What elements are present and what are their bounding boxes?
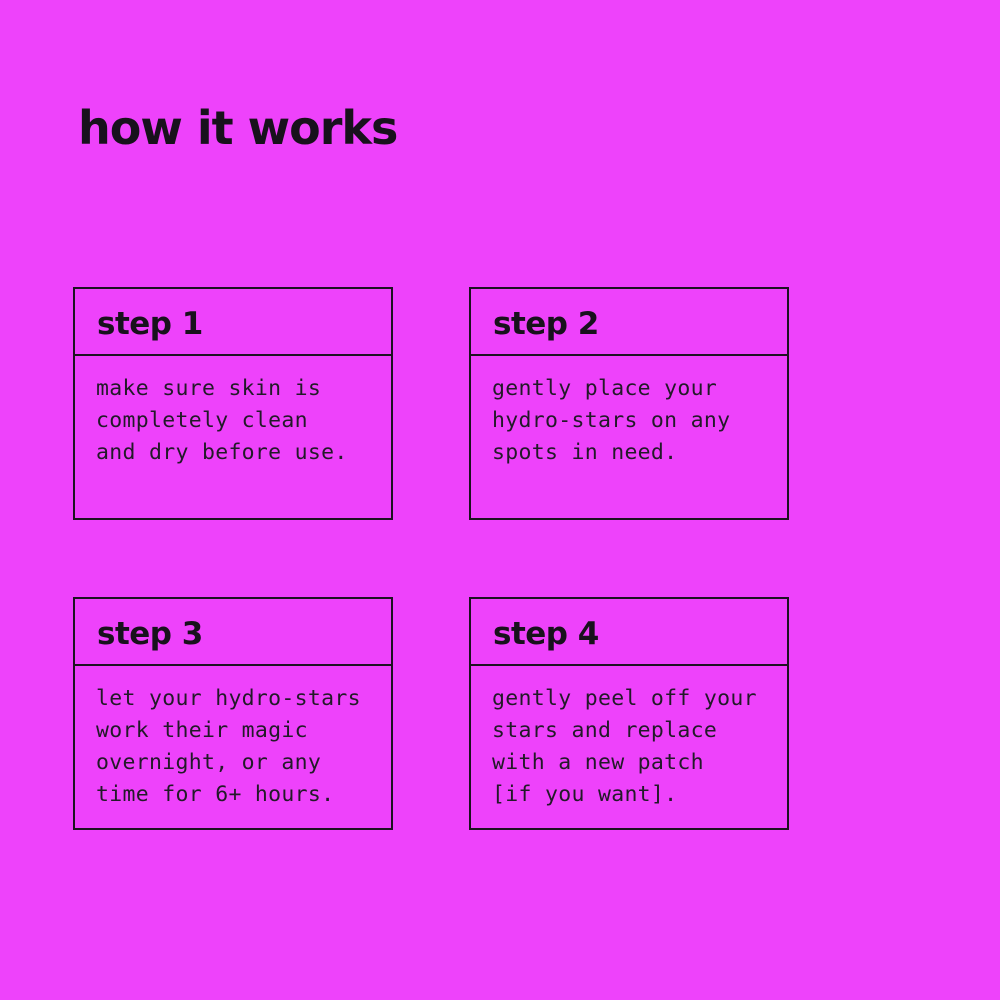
step-card-header: step 4: [471, 599, 787, 666]
steps-grid: step 1 make sure skin is completely clea…: [73, 287, 789, 830]
step-card-header: step 3: [75, 599, 391, 666]
step-label: step 1: [97, 305, 203, 342]
step-description: let your hydro-stars work their magic ov…: [96, 686, 361, 807]
step-description: make sure skin is completely clean and d…: [96, 376, 348, 465]
page-title: how it works: [78, 101, 398, 155]
step-card-body: make sure skin is completely clean and d…: [75, 356, 391, 518]
step-card-header: step 2: [471, 289, 787, 356]
step-card-body: let your hydro-stars work their magic ov…: [75, 666, 391, 828]
step-card-body: gently place your hydro-stars on any spo…: [471, 356, 787, 518]
step-card-4: step 4 gently peel off your stars and re…: [469, 597, 789, 830]
step-label: step 3: [97, 615, 203, 652]
step-description: gently place your hydro-stars on any spo…: [492, 376, 731, 465]
step-card-header: step 1: [75, 289, 391, 356]
step-card-body: gently peel off your stars and replace w…: [471, 666, 787, 828]
step-card-3: step 3 let your hydro-stars work their m…: [73, 597, 393, 830]
step-label: step 4: [493, 615, 599, 652]
step-description: gently peel off your stars and replace w…: [492, 686, 757, 807]
step-card-2: step 2 gently place your hydro-stars on …: [469, 287, 789, 520]
step-label: step 2: [493, 305, 599, 342]
step-card-1: step 1 make sure skin is completely clea…: [73, 287, 393, 520]
